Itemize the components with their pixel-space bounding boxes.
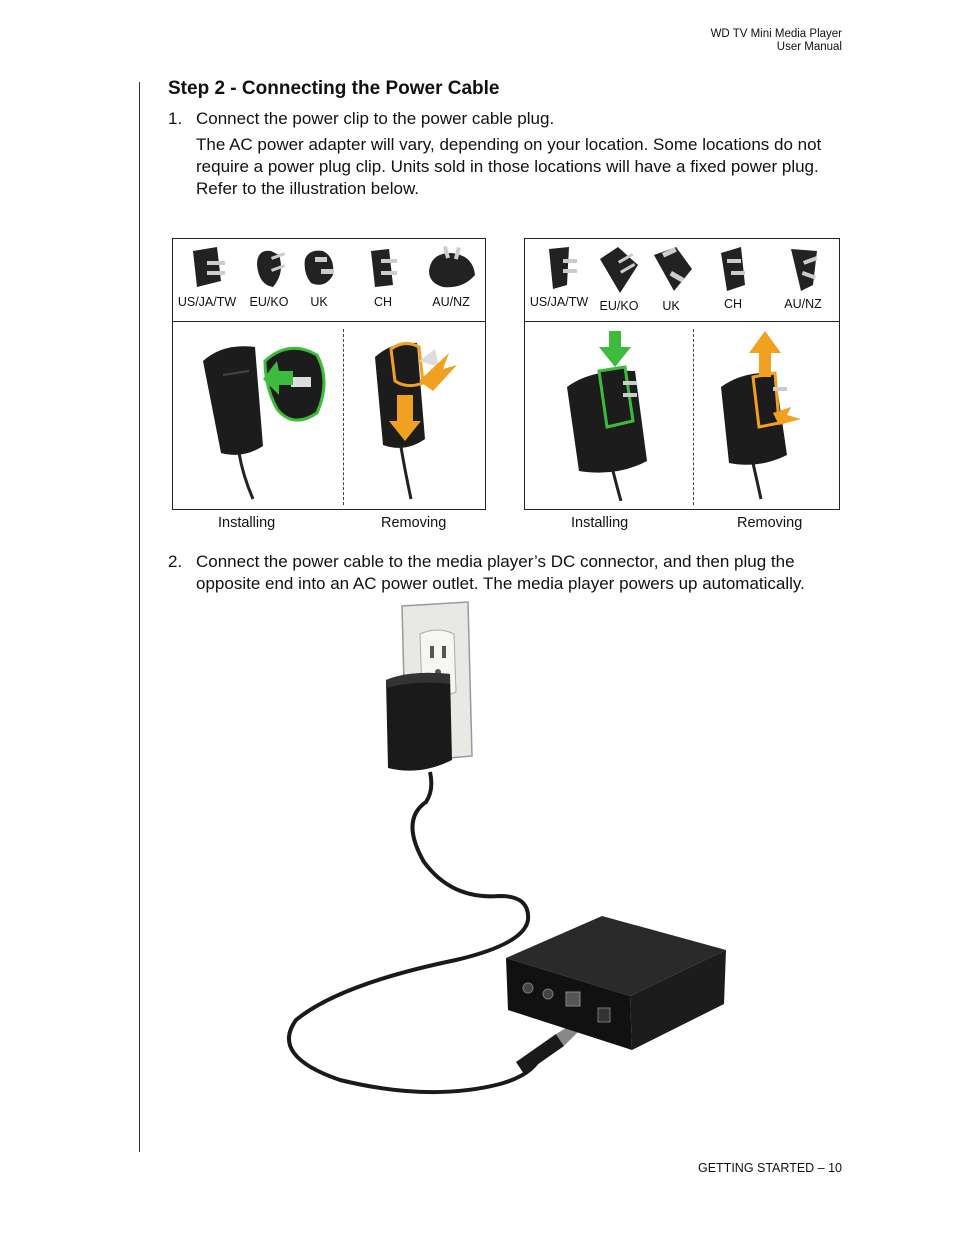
divider-left bbox=[343, 329, 344, 505]
plug-row-right: US/JA/TW EU/KO UK CH bbox=[525, 239, 839, 322]
header-subtitle: User Manual bbox=[776, 41, 842, 53]
divider-right bbox=[693, 329, 694, 505]
plug-label-uk: UK bbox=[310, 295, 328, 309]
connection-illustration bbox=[286, 601, 726, 1095]
plug-eu: EU/KO bbox=[235, 245, 303, 319]
adapter-removing-slide bbox=[721, 331, 801, 500]
plug-au-icon bbox=[429, 245, 475, 288]
plug-label-uk-alt: UK bbox=[662, 299, 680, 313]
plug-uk-icon bbox=[304, 250, 334, 285]
plug-au-alt-icon bbox=[791, 249, 818, 291]
plug-us-alt: US/JA/TW bbox=[525, 245, 593, 319]
page-footer: GETTING STARTED – 10 bbox=[697, 1161, 842, 1175]
plug-label-ch-alt: CH bbox=[723, 297, 743, 311]
plug-eu-icon bbox=[257, 250, 286, 287]
power-adapter bbox=[386, 672, 452, 771]
plug-us-icon bbox=[193, 247, 225, 287]
power-cable bbox=[286, 771, 544, 1095]
step-2-number: 2. bbox=[168, 552, 183, 571]
page-header: WD TV Mini Media Player User Manual bbox=[711, 28, 842, 54]
plug-au: AU/NZ bbox=[417, 245, 485, 319]
plug-ch-alt: CH bbox=[699, 245, 767, 319]
margin-rule bbox=[139, 82, 140, 1152]
step-2-text: Connect the power cable to the media pla… bbox=[196, 552, 805, 593]
plug-label-us: US/JA/TW bbox=[177, 295, 237, 309]
plug-uk: UK bbox=[285, 245, 353, 319]
adapter-installing-slide bbox=[567, 331, 647, 501]
plug-us: US/JA/TW bbox=[173, 245, 241, 319]
plug-au-alt: AU/NZ bbox=[769, 245, 837, 319]
caption-removing-right: Removing bbox=[737, 515, 803, 531]
header-title: WD TV Mini Media Player bbox=[710, 28, 842, 40]
plug-eu-alt-icon bbox=[600, 247, 638, 293]
adapter-removing-clip bbox=[375, 342, 457, 500]
plug-eu-alt: EU/KO bbox=[585, 245, 653, 319]
panel-right: US/JA/TW EU/KO UK CH bbox=[524, 238, 840, 510]
caption-installing-left: Installing bbox=[218, 515, 276, 531]
plug-uk-alt-icon bbox=[654, 247, 692, 291]
plug-us-alt-icon bbox=[549, 247, 577, 289]
adapter-installing-clip bbox=[203, 346, 326, 500]
step-1-number: 1. bbox=[168, 109, 183, 128]
plug-ch-alt-icon bbox=[721, 247, 745, 291]
plug-label-au-alt: AU/NZ bbox=[784, 297, 822, 311]
panel-left: US/JA/TW EU/KO UK CH bbox=[172, 238, 486, 510]
plug-label-ch: CH bbox=[373, 295, 393, 309]
plug-label-eu-alt: EU/KO bbox=[599, 299, 639, 313]
plug-label-au: AU/NZ bbox=[432, 295, 470, 309]
plug-label-eu: EU/KO bbox=[249, 295, 289, 309]
plug-ch-icon bbox=[371, 249, 397, 287]
plug-label-us-alt: US/JA/TW bbox=[529, 295, 589, 309]
adapter-note: The AC power adapter will vary, dependin… bbox=[196, 135, 822, 198]
plug-row-left: US/JA/TW EU/KO UK CH bbox=[173, 239, 485, 322]
step-1-text: Connect the power clip to the power cabl… bbox=[196, 109, 555, 128]
caption-removing-left: Removing bbox=[381, 515, 447, 531]
plug-uk-alt: UK bbox=[637, 245, 705, 319]
caption-installing-right: Installing bbox=[571, 515, 629, 531]
media-player-box bbox=[506, 916, 726, 1050]
section-title: Step 2 - Connecting the Power Cable bbox=[168, 78, 500, 99]
plug-ch: CH bbox=[349, 245, 417, 319]
